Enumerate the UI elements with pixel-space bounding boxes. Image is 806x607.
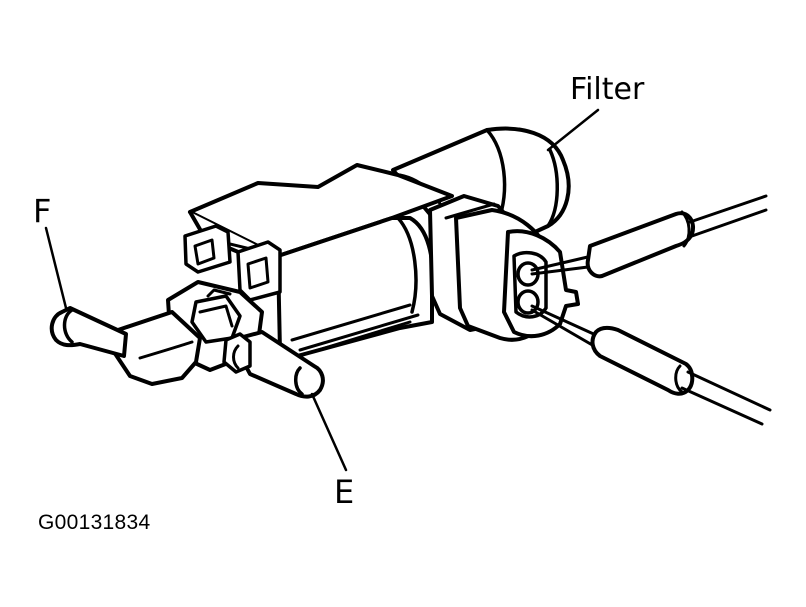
- wire-leads: [530, 194, 772, 426]
- filter-label: Filter: [570, 72, 645, 107]
- solenoid-housing: [188, 163, 454, 360]
- port-e-tube: [222, 330, 325, 399]
- electrical-connector: [428, 194, 580, 342]
- port-e-label: E: [334, 473, 355, 511]
- port-f-tube: [49, 306, 202, 386]
- port-f-label: F: [33, 192, 52, 230]
- leader-lines: [44, 108, 600, 472]
- figure-id: G00131834: [38, 511, 151, 534]
